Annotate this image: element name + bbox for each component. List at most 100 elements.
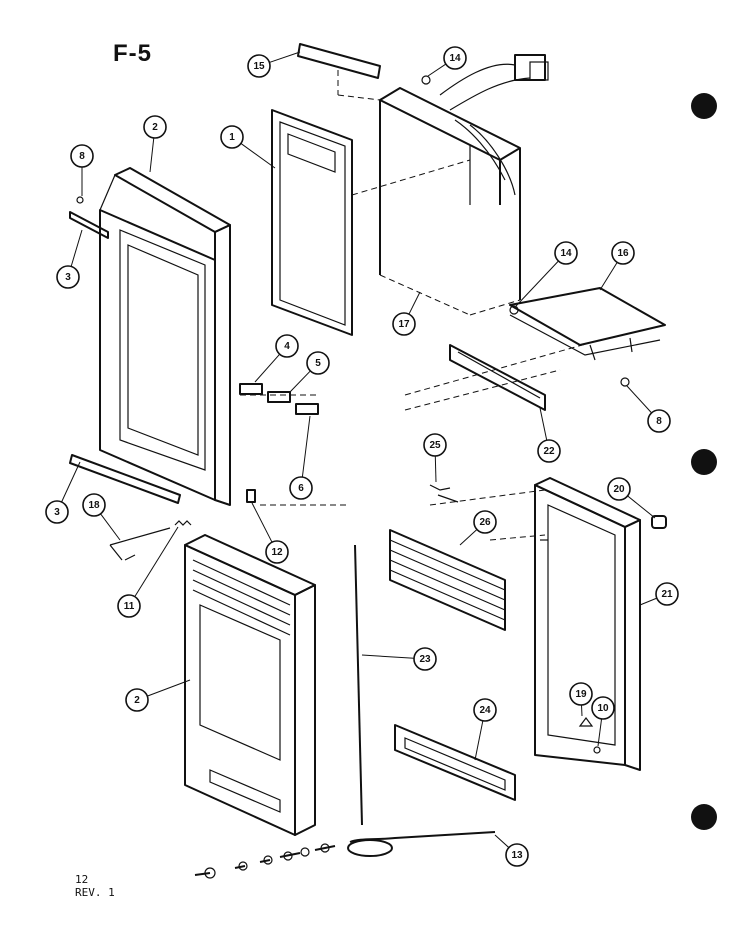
part-17-housing	[379, 54, 549, 316]
callout-circle	[306, 351, 330, 375]
part-14-screw-top	[421, 75, 431, 85]
callout-leader-line	[240, 143, 276, 169]
part-3-lower-strip	[69, 454, 181, 504]
callout-circle	[82, 493, 106, 517]
callout-circle	[143, 115, 167, 139]
callout-circle	[505, 843, 529, 867]
callout-number: 15	[253, 61, 265, 72]
callout-circle	[443, 46, 467, 70]
callout-number: 20	[613, 484, 625, 495]
callout-16: 16	[599, 241, 635, 291]
callout-number: 2	[134, 695, 140, 706]
callout-circle	[607, 477, 631, 501]
callout-circle	[591, 696, 615, 720]
diagram-title: F-5	[113, 40, 152, 67]
callout-leader-line	[474, 720, 484, 761]
binder-hole-bottom	[691, 804, 717, 830]
part-20-knob	[651, 515, 667, 529]
callout-8: 8	[70, 144, 94, 196]
callout-number: 19	[575, 689, 587, 700]
callout-leader-line	[149, 137, 155, 173]
callout-leader-line	[599, 262, 618, 291]
callout-number: 14	[449, 53, 461, 64]
callout-3: 3	[56, 229, 83, 289]
callout-leader-line	[626, 385, 652, 414]
callout-number: 6	[298, 483, 304, 494]
part-11-spring	[174, 520, 192, 526]
callout-number: 4	[284, 341, 290, 352]
callout-number: 22	[543, 446, 555, 457]
part-19-10-fasteners	[578, 717, 601, 754]
callout-number: 13	[511, 850, 523, 861]
binder-hole-top	[691, 93, 717, 119]
callout-24: 24	[473, 698, 497, 761]
callout-leader-line	[434, 455, 437, 483]
callout-circle	[647, 409, 671, 433]
callout-circle	[70, 144, 94, 168]
part-21-side-frame	[534, 477, 641, 771]
callout-circle	[473, 698, 497, 722]
callout-leader-line	[269, 51, 301, 63]
callout-circle	[125, 688, 149, 712]
callout-number: 8	[656, 416, 662, 427]
page-number: 12	[75, 873, 89, 886]
callout-number: 5	[315, 358, 321, 369]
callout-circle	[423, 433, 447, 457]
callout-12: 12	[251, 502, 289, 564]
callout-leader-line	[70, 229, 83, 267]
callout-number: 14	[560, 248, 572, 259]
callout-number: 24	[479, 705, 491, 716]
callout-23: 23	[361, 647, 437, 671]
part-15-top-strip	[297, 43, 381, 79]
callout-number: 12	[271, 547, 283, 558]
callout-leader-line	[427, 63, 447, 77]
part-4-5-6-clips	[239, 383, 319, 415]
part-23-rod	[354, 544, 363, 826]
part-22-strip	[449, 344, 546, 411]
callout-leader-line	[251, 502, 273, 543]
part-1-panel	[271, 109, 353, 336]
callout-6: 6	[289, 415, 313, 500]
callout-2: 2	[143, 115, 167, 173]
callout-14: 14	[515, 241, 578, 307]
callout-circle	[45, 500, 69, 524]
callout-leader-line	[100, 513, 121, 541]
callout-circle	[655, 582, 679, 606]
callout-number: 1	[229, 132, 235, 143]
callout-8: 8	[626, 385, 671, 433]
part-26-grille	[389, 529, 506, 631]
callout-18: 18	[82, 493, 121, 541]
callout-13: 13	[494, 834, 529, 867]
part-3-8-upper-strip	[69, 196, 109, 239]
callout-leader-line	[581, 704, 583, 717]
callout-15: 15	[247, 51, 301, 78]
callout-leader-line	[539, 407, 548, 441]
callout-11: 11	[117, 526, 179, 618]
callout-leader-line	[254, 353, 281, 383]
callout-number: 17	[398, 319, 410, 330]
callout-circle	[265, 540, 289, 564]
callout-circle	[611, 241, 635, 265]
part-24-tray	[394, 724, 516, 801]
callout-4: 4	[254, 334, 299, 383]
callout-leader-line	[494, 834, 510, 848]
callout-leader-line	[627, 495, 656, 519]
callout-1: 1	[220, 125, 276, 169]
callout-number: 16	[617, 248, 629, 259]
callout-25: 25	[423, 433, 447, 483]
callout-number: 26	[479, 517, 491, 528]
callout-19: 19	[569, 682, 593, 717]
callout-number: 10	[597, 703, 609, 714]
callout-circle	[569, 682, 593, 706]
callout-leader-line	[289, 370, 311, 393]
callout-leader-line	[61, 461, 81, 503]
footer: 12 REV. 1	[75, 873, 115, 899]
callout-number: 2	[152, 122, 158, 133]
callout-circle	[392, 312, 416, 336]
callout-21: 21	[639, 582, 679, 606]
callout-number: 3	[54, 507, 60, 518]
callout-leader-line	[515, 260, 559, 307]
part-18-rod	[109, 527, 171, 561]
